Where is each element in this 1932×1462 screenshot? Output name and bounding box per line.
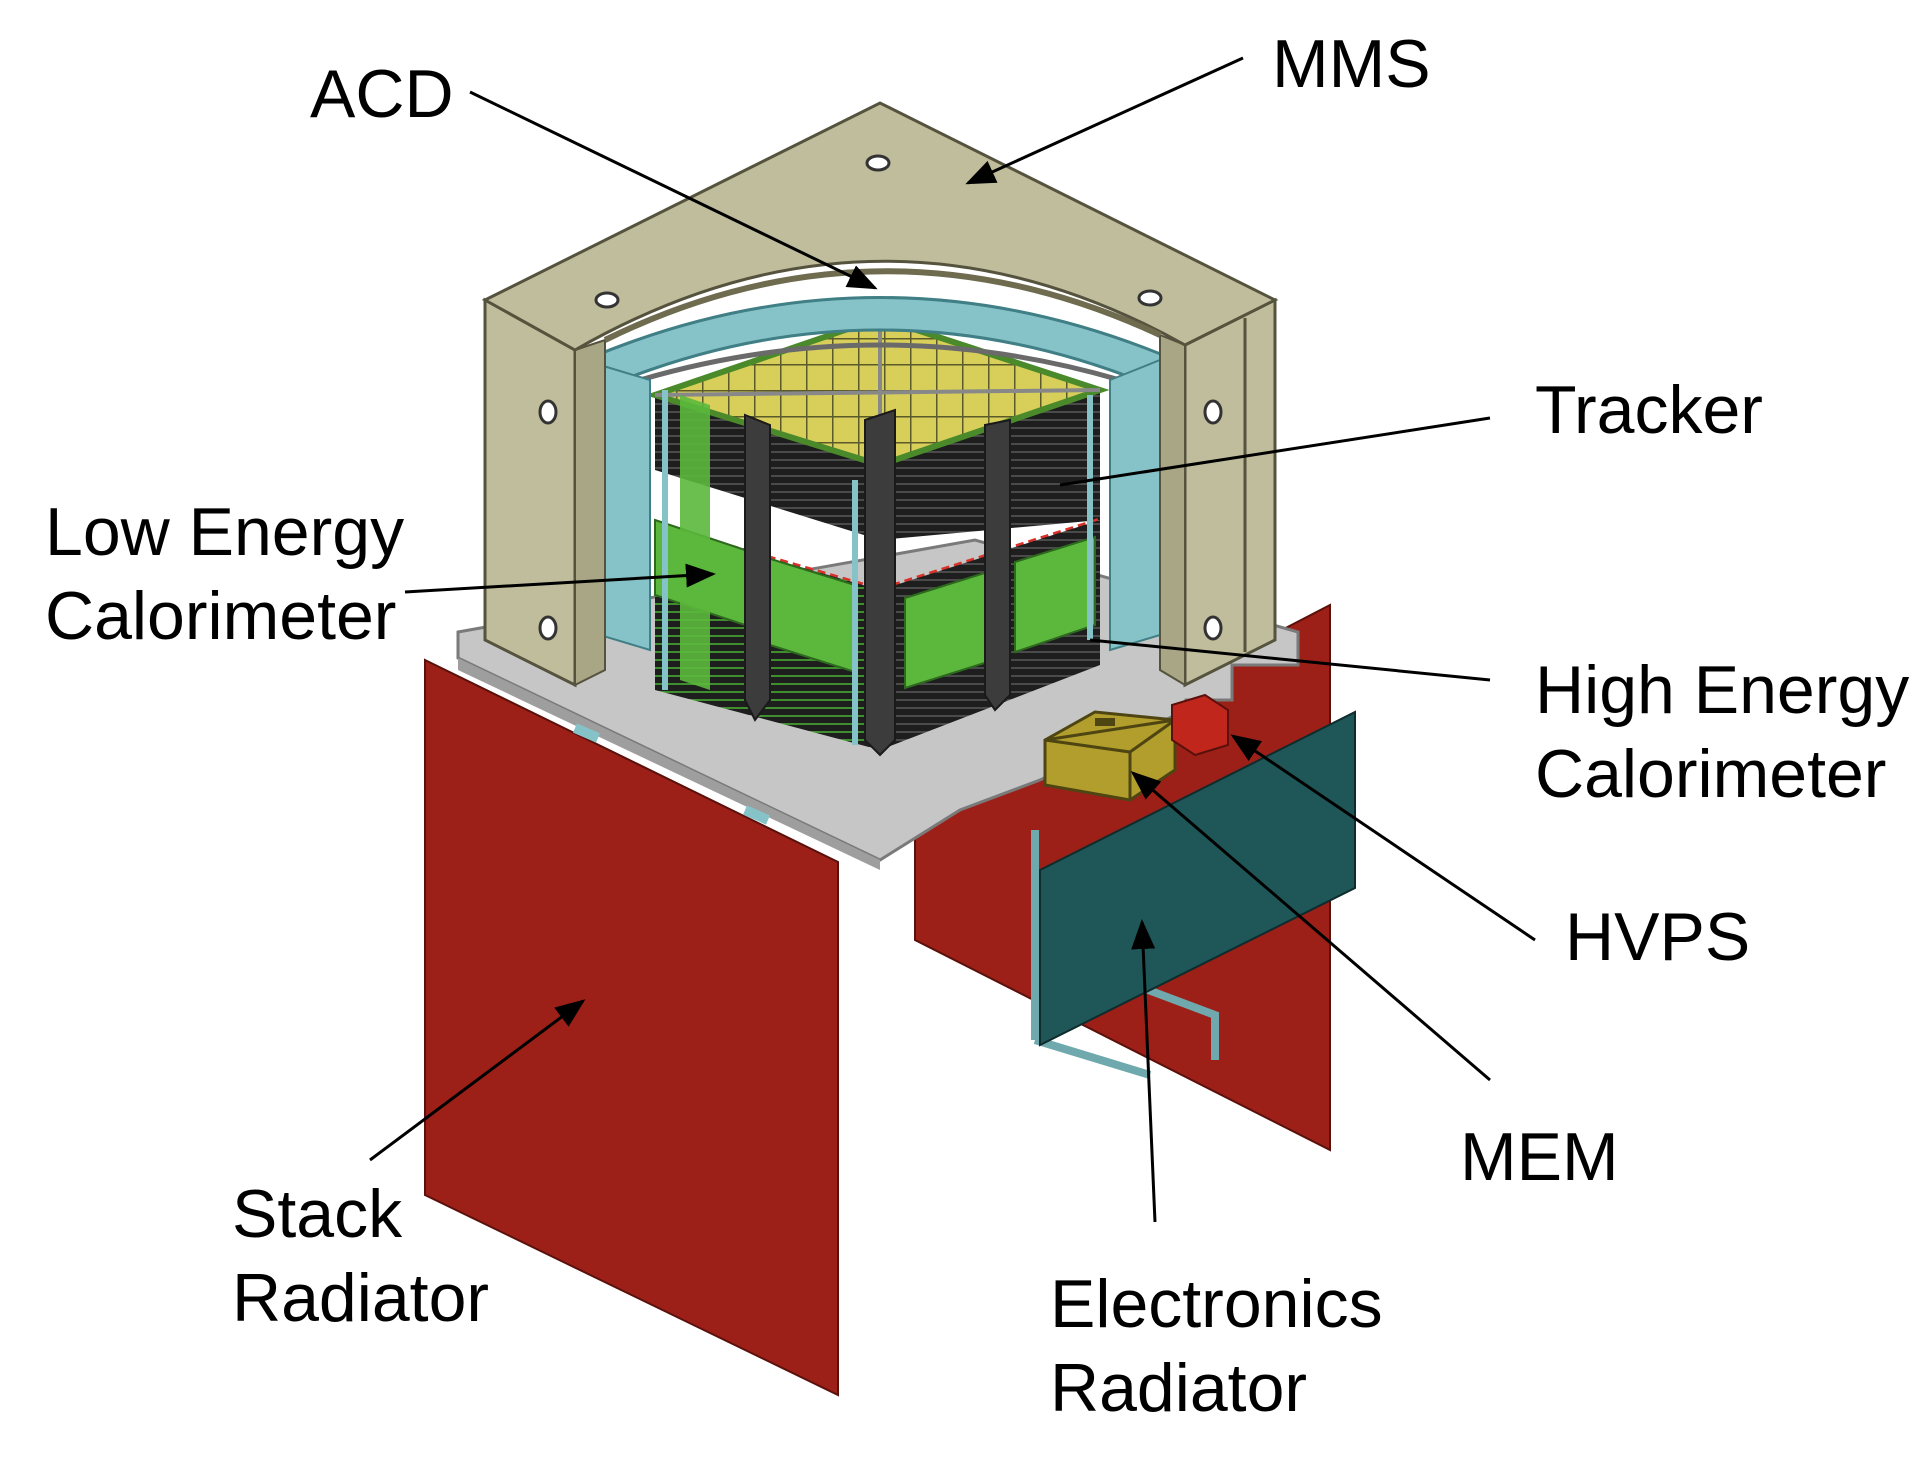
electronics-radiator-pointer	[1131, 919, 1157, 1223]
label-high-energy-calorimeter-line2: Calorimeter	[1535, 736, 1887, 812]
label-mem: MEM	[1460, 1119, 1619, 1195]
label-acd: ACD	[310, 56, 454, 132]
label-electronics-radiator-line1: Electronics	[1050, 1266, 1383, 1342]
hvps-box	[1171, 693, 1229, 757]
label-stack-radiator-line2: Radiator	[232, 1260, 490, 1336]
stack-radiator-panel	[424, 658, 839, 1397]
label-high-energy-calorimeter: High Energy Calorimeter	[1535, 648, 1909, 816]
label-stack-radiator-line1: Stack	[232, 1176, 403, 1252]
tracker-pointer	[1059, 416, 1491, 487]
label-hvps: HVPS	[1565, 899, 1751, 975]
label-electronics-radiator: Electronics Radiator	[1050, 1262, 1383, 1430]
high-energy-calorimeter-pointer	[1089, 638, 1491, 682]
label-tracker: Tracker	[1535, 372, 1763, 448]
label-electronics-radiator-line2: Radiator	[1050, 1350, 1308, 1426]
mem-pointer	[1130, 771, 1491, 1082]
label-low-energy-calorimeter: Low Energy Calorimeter	[45, 490, 404, 658]
label-low-energy-calorimeter-line2: Calorimeter	[45, 578, 397, 654]
electronics-radiator-panel	[1039, 710, 1356, 1047]
mms-pointer	[965, 56, 1244, 185]
acd-pointer	[469, 90, 878, 290]
instrument-stack	[645, 314, 1110, 757]
label-low-energy-calorimeter-line1: Low Energy	[45, 494, 405, 570]
label-stack-radiator: Stack Radiator	[232, 1172, 489, 1340]
label-high-energy-calorimeter-line1: High Energy	[1535, 652, 1910, 728]
electronics-radiator-struts	[1031, 830, 1219, 1079]
label-mms: MMS	[1272, 26, 1431, 102]
leader-lines	[369, 56, 1536, 1223]
mms-frame	[481, 101, 1279, 688]
low-energy-calorimeter-pointer	[404, 563, 716, 594]
stack-radiator-pointer	[369, 999, 586, 1162]
hvps-pointer	[1230, 734, 1536, 942]
